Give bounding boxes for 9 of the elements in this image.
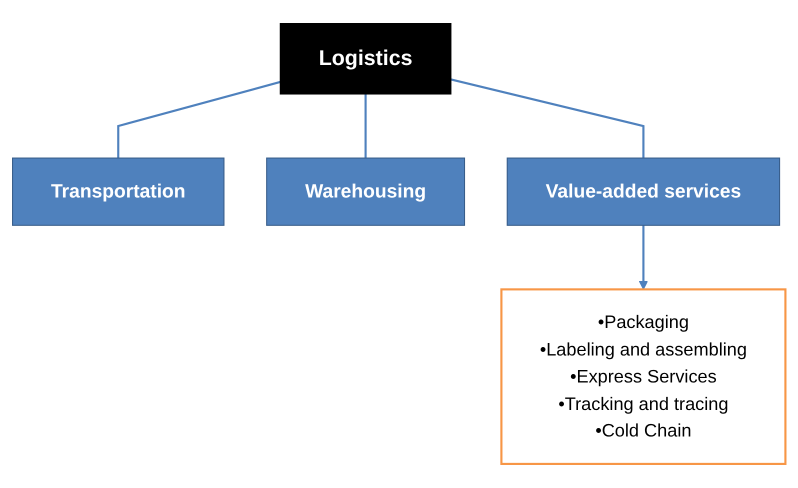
connector — [117, 81, 281, 158]
node-box: Transportation — [12, 158, 224, 226]
arrow — [638, 226, 648, 290]
node-box: •Packaging •Labeling and assembling •Express Services •Tracking and tracing •Cold Chain — [500, 288, 786, 466]
connector — [364, 94, 367, 158]
node-box: Logistics — [280, 23, 452, 95]
connector — [450, 78, 644, 158]
node-box: Value-added services — [506, 158, 780, 226]
node-box: Warehousing — [266, 158, 466, 226]
